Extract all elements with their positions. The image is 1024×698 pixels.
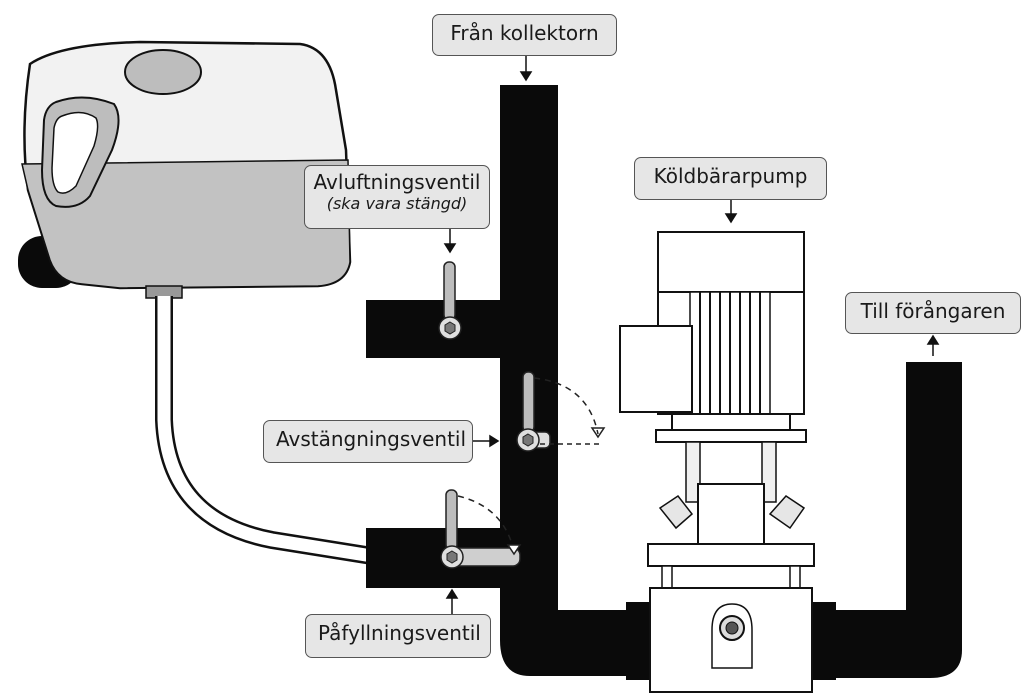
label-koldbararpump: Köldbärarpump bbox=[634, 157, 827, 200]
label-koldbararpump-text: Köldbärarpump bbox=[653, 164, 808, 188]
arrow-avlu-head bbox=[443, 243, 457, 254]
shutoff-valve-lever bbox=[522, 371, 535, 433]
pump-bolt-right bbox=[768, 495, 806, 530]
label-pafyllningsventil-text: Påfyllningsventil bbox=[318, 621, 481, 645]
label-avluftningsventil-text: Avluftningsventil bbox=[313, 170, 481, 194]
fill-valve-hex bbox=[446, 550, 458, 564]
tank-handle-hole bbox=[51, 111, 99, 194]
arrows bbox=[443, 56, 940, 614]
label-pafyllningsventil: Påfyllningsventil bbox=[305, 614, 491, 658]
vent-valve[interactable] bbox=[438, 261, 462, 340]
pump-terminal-box bbox=[619, 325, 693, 413]
arrow-pafy-head bbox=[445, 588, 459, 599]
label-till-forangaren: Till förångaren bbox=[845, 292, 1021, 334]
pump-motor-flange bbox=[671, 413, 791, 431]
label-fran-kollektorn: Från kollektorn bbox=[432, 14, 617, 56]
vent-branch bbox=[366, 300, 506, 358]
pump-middle-plate bbox=[647, 543, 815, 567]
pump-tie-rod-left bbox=[661, 565, 673, 591]
label-fran-kollektorn-text: Från kollektorn bbox=[450, 21, 599, 45]
expansion-tank bbox=[18, 40, 352, 299]
shutoff-valve[interactable] bbox=[516, 371, 606, 452]
collector-pipe bbox=[500, 85, 650, 676]
shutoff-swing-arc bbox=[533, 377, 599, 435]
pump-leg-right bbox=[761, 441, 777, 503]
vent-valve-hex bbox=[444, 321, 456, 335]
pump-coupling-plate bbox=[655, 429, 807, 443]
arrow-kold-head bbox=[724, 213, 738, 224]
shutoff-swing-arrow bbox=[590, 427, 606, 439]
tank-cap bbox=[124, 49, 202, 95]
shutoff-valve-hex bbox=[522, 433, 534, 447]
fill-swing-arc bbox=[457, 495, 513, 545]
tank-liquid bbox=[21, 159, 351, 289]
pump-stage-column bbox=[697, 483, 765, 547]
label-till-forangaren-text: Till förångaren bbox=[860, 299, 1006, 323]
vent-valve-lever bbox=[443, 261, 456, 321]
fill-valve-lever bbox=[445, 489, 458, 551]
pump-bolt-left bbox=[658, 494, 694, 530]
pump-drain-plug-center bbox=[725, 621, 739, 635]
fill-hose-inner bbox=[157, 296, 374, 563]
fill-valve[interactable] bbox=[440, 489, 522, 569]
label-avluftningsventil-note: (ska vara stängd) bbox=[326, 194, 468, 213]
fill-swing-arrow bbox=[506, 544, 522, 556]
arrow-avst-head bbox=[489, 434, 500, 448]
brine-pump bbox=[619, 231, 815, 693]
arrow-till-head bbox=[926, 334, 940, 345]
evaporator-pipe bbox=[812, 362, 962, 678]
pump-leg-left bbox=[685, 441, 701, 503]
label-avstangningsventil-text: Avstängningsventil bbox=[276, 427, 467, 451]
label-avluftningsventil: Avluftningsventil (ska vara stängd) bbox=[304, 165, 490, 229]
pump-tie-rod-right bbox=[789, 565, 801, 591]
label-avstangningsventil: Avstängningsventil bbox=[263, 420, 473, 463]
arrow-fran-head bbox=[519, 71, 533, 82]
